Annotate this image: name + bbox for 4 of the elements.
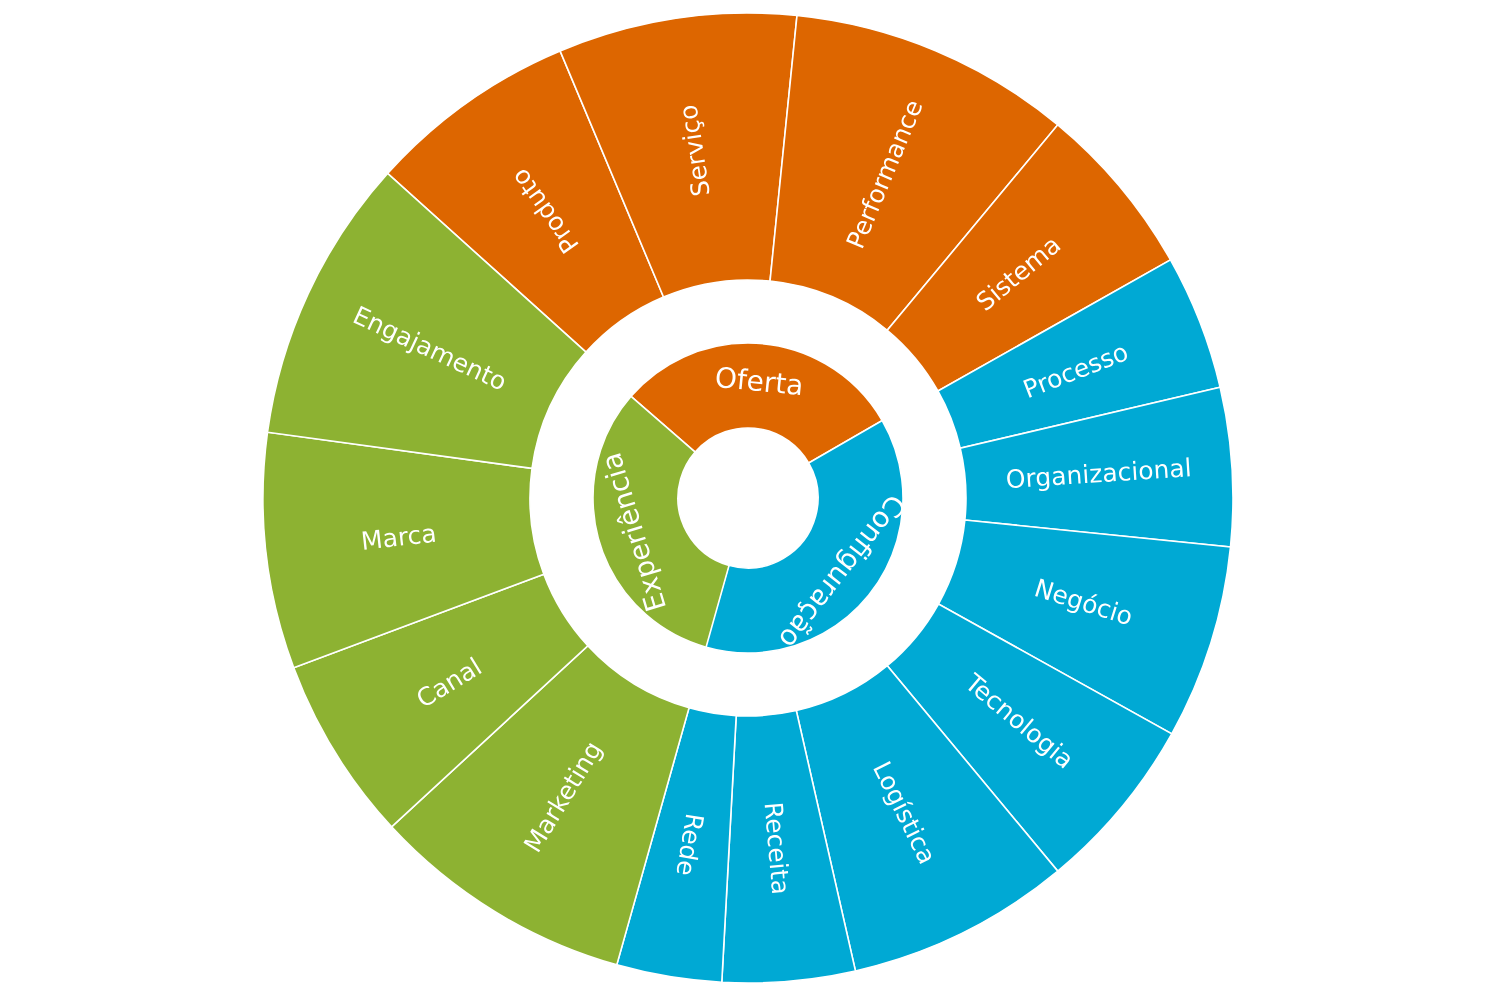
sector: Oferta: [630, 342, 884, 464]
sector: Receita: [721, 709, 857, 984]
node-label: Receita: [764, 803, 789, 894]
sector: Rede: [615, 707, 737, 984]
